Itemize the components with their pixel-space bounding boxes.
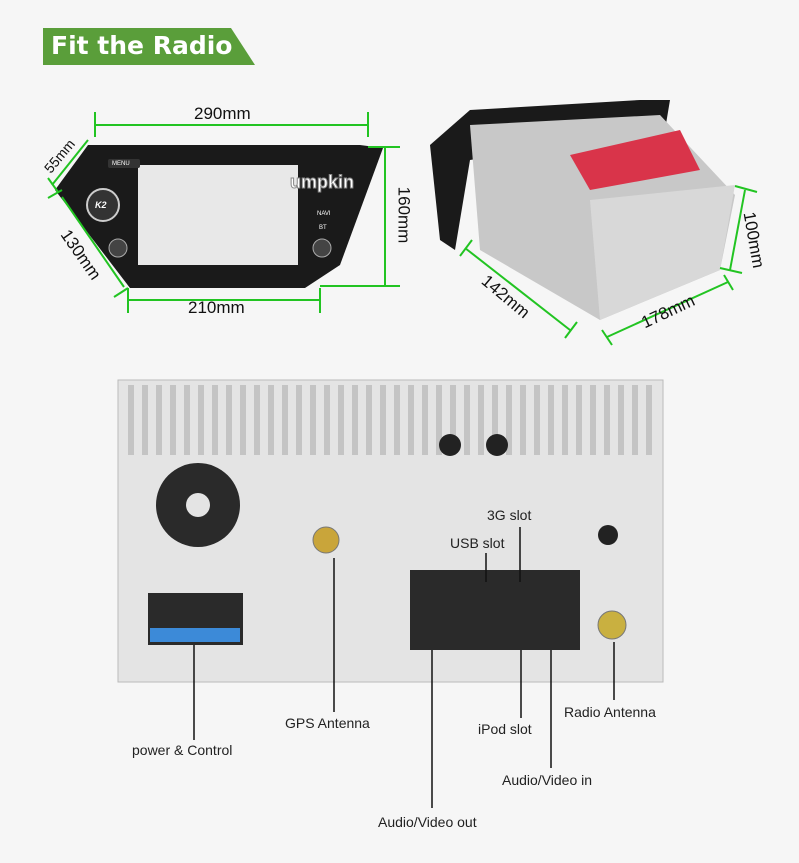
- heatsink-fin: [226, 385, 232, 455]
- heatsink-fin: [338, 385, 344, 455]
- knob-logo: K2: [95, 200, 107, 210]
- label-av-in: Audio/Video in: [502, 772, 593, 788]
- heatsink-fin: [128, 385, 134, 455]
- heatsink-fin: [576, 385, 582, 455]
- heatsink-fin: [618, 385, 624, 455]
- heatsink-fin: [562, 385, 568, 455]
- dim-width-top: 290mm: [194, 104, 251, 123]
- heatsink-fin: [156, 385, 162, 455]
- heatsink-fin: [268, 385, 274, 455]
- watermark: umpkin: [289, 172, 355, 193]
- title-banner: Fit the Radio: [43, 28, 255, 65]
- bt-button: BT: [319, 225, 327, 231]
- heatsink-fin: [534, 385, 540, 455]
- heatsink-fin: [632, 385, 638, 455]
- dim-height: 160mm: [394, 186, 414, 244]
- callout-lines: [193, 527, 615, 808]
- heatsink-fin: [646, 385, 652, 455]
- heatsink-fin: [282, 385, 288, 455]
- screen: [138, 165, 298, 265]
- heatsink-fin: [324, 385, 330, 455]
- label-usb-slot: USB slot: [450, 535, 505, 551]
- heatsink-fin: [520, 385, 526, 455]
- dim-width-bottom: 210mm: [188, 298, 245, 317]
- rear-radio-unit: [430, 100, 735, 320]
- connector-block: [410, 570, 580, 650]
- heatsink-fin: [478, 385, 484, 455]
- navi-button: NAVI: [317, 211, 331, 217]
- heatsink-fin: [492, 385, 498, 455]
- label-ipod-slot: iPod slot: [478, 721, 532, 737]
- label-radio-antenna: Radio Antenna: [564, 704, 656, 720]
- heatsink-fin: [366, 385, 372, 455]
- heatsink-fin: [464, 385, 470, 455]
- heatsink-fin: [590, 385, 596, 455]
- heatsink-fin: [240, 385, 246, 455]
- knob: [86, 188, 120, 222]
- heatsink-fin: [450, 385, 456, 455]
- label-3g-slot: 3G slot: [487, 507, 532, 523]
- heatsink-fin: [310, 385, 316, 455]
- heatsink-fin: [548, 385, 554, 455]
- heatsink-fin: [296, 385, 302, 455]
- heatsink-fin: [604, 385, 610, 455]
- page-title: Fit the Radio: [51, 31, 233, 60]
- heatsink-fin: [212, 385, 218, 455]
- heatsink-fin: [422, 385, 428, 455]
- front-radio-unit: [55, 145, 383, 288]
- label-av-out: Audio/Video out: [378, 814, 477, 830]
- heatsink-fin: [352, 385, 358, 455]
- heatsink-fin: [198, 385, 204, 455]
- back-panel: [117, 379, 664, 683]
- heatsink-fin: [506, 385, 512, 455]
- heatsink-fin: [170, 385, 176, 455]
- rear-dimension-lines: [459, 185, 758, 346]
- heatsink-fin: [142, 385, 148, 455]
- heatsink-fin: [436, 385, 442, 455]
- front-dimension-lines: [47, 112, 400, 313]
- heatsink-fin: [394, 385, 400, 455]
- gps-connector: [312, 526, 340, 554]
- heatsink-fin: [254, 385, 260, 455]
- radio-connector: [597, 610, 627, 640]
- label-gps-antenna: GPS Antenna: [285, 715, 370, 731]
- label-power-control: power & Control: [132, 742, 233, 758]
- heatsink-fin: [408, 385, 414, 455]
- heatsink-fin: [380, 385, 386, 455]
- menu-button: MENU: [112, 161, 130, 167]
- heatsink-fin: [184, 385, 190, 455]
